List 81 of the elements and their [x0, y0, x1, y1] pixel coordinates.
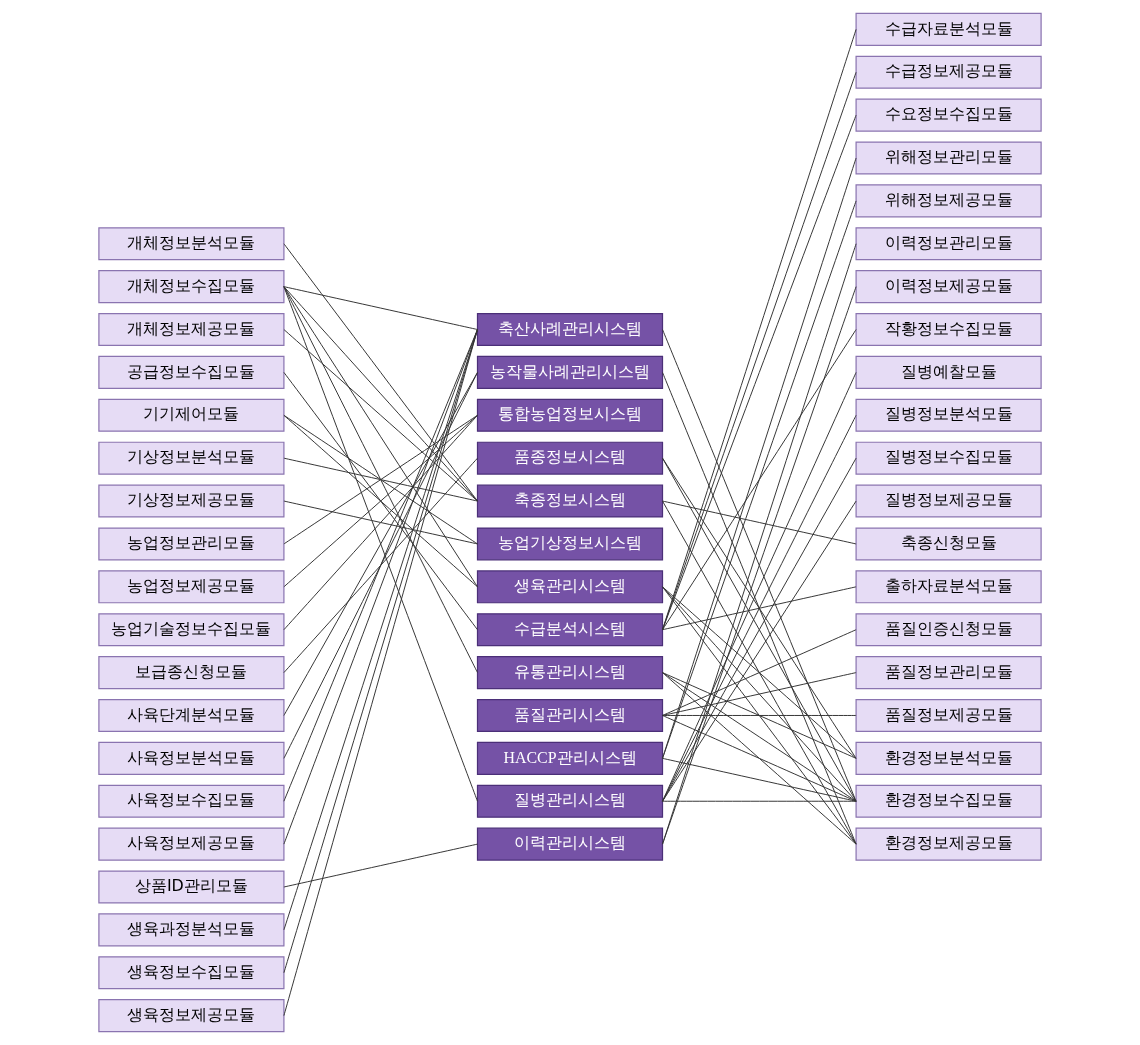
- node-box: 기상정보제공모듈: [98, 484, 285, 518]
- node-box: 수급자료분석모듈: [855, 12, 1042, 46]
- node-box: 축종신청모듈: [855, 527, 1042, 561]
- node-box: 농업정보관리모듈: [98, 527, 285, 561]
- node-box: 품질관리시스템: [476, 698, 664, 732]
- node-box: 품질정보제공모듈: [855, 698, 1042, 732]
- node-box: 기상정보분석모듈: [98, 441, 285, 475]
- node-box: 사육정보분석모듈: [98, 741, 285, 775]
- connector: [662, 757, 857, 802]
- connector: [283, 414, 478, 545]
- connector: [662, 672, 857, 802]
- node-box: 농업기상정보시스템: [476, 527, 664, 561]
- connector: [662, 672, 857, 845]
- node-box: 출하자료분석모듈: [855, 570, 1042, 604]
- connector: [283, 371, 478, 631]
- node-box: 사육단계분석모듈: [98, 698, 285, 732]
- connector: [283, 243, 478, 502]
- connector: [283, 414, 478, 631]
- node-box: 이력정보제공모듈: [855, 270, 1042, 304]
- node-box: 축종정보시스템: [476, 484, 664, 518]
- node-box: 질병예찰모듈: [855, 355, 1042, 389]
- node-box: 이력관리시스템: [476, 827, 664, 861]
- node-box: 농작물사례관리시스템: [476, 355, 664, 389]
- node-box: 사육정보수집모듈: [98, 784, 285, 818]
- node-box: 생육정보수집모듈: [98, 956, 285, 990]
- node-box: HACCP관리시스템: [476, 741, 664, 775]
- node-box: 기기제어모듈: [98, 398, 285, 432]
- connector: [662, 800, 857, 802]
- node-box: 농업정보제공모듈: [98, 570, 285, 604]
- node-box: 개체정보제공모듈: [98, 313, 285, 347]
- node-box: 농업기술정보수집모듈: [98, 613, 285, 647]
- connector: [662, 629, 857, 716]
- node-box: 수급정보제공모듈: [855, 55, 1042, 89]
- connector: [662, 586, 857, 631]
- connector: [283, 286, 478, 674]
- node-box: 질병정보제공모듈: [855, 484, 1042, 518]
- connector: [283, 414, 478, 588]
- node-box: 품질정보관리모듈: [855, 656, 1042, 690]
- node-box: 위해정보제공모듈: [855, 184, 1042, 218]
- connector: [283, 286, 478, 588]
- connector: [283, 500, 478, 545]
- node-box: 생육과정분석모듈: [98, 913, 285, 947]
- connector: [283, 457, 478, 674]
- node-box: 질병정보분석모듈: [855, 398, 1042, 432]
- node-box: 생육정보제공모듈: [98, 999, 285, 1033]
- connector: [662, 715, 857, 802]
- connector: [662, 672, 857, 716]
- node-box: 상품ID관리모듈: [98, 870, 285, 904]
- connector: [283, 286, 478, 330]
- node-box: 보급종신청모듈: [98, 656, 285, 690]
- connector: [662, 715, 857, 716]
- node-box: 환경정보분석모듈: [855, 741, 1042, 775]
- connector: [662, 329, 857, 631]
- node-box: 공급정보수집모듈: [98, 355, 285, 389]
- node-box: 이력정보관리모듈: [855, 227, 1042, 261]
- connector: [662, 586, 857, 759]
- node-box: 개체정보수집모듈: [98, 270, 285, 304]
- connector: [662, 586, 857, 802]
- node-box: 품질인증신청모듈: [855, 613, 1042, 647]
- connector: [283, 286, 478, 502]
- node-box: 축산사례관리시스템: [476, 313, 664, 347]
- node-box: 사육정보제공모듈: [98, 827, 285, 861]
- node-box: 환경정보제공모듈: [855, 827, 1042, 861]
- connector: [283, 457, 478, 502]
- connector: [662, 672, 857, 759]
- node-box: 질병정보수집모듈: [855, 441, 1042, 475]
- node-box: 위해정보관리모듈: [855, 141, 1042, 175]
- node-box: 작황정보수집모듈: [855, 313, 1042, 347]
- connector: [662, 500, 857, 545]
- node-box: 개체정보분석모듈: [98, 227, 285, 261]
- connector: [283, 843, 478, 888]
- node-box: 통합농업정보시스템: [476, 398, 664, 432]
- connector: [662, 586, 857, 845]
- node-box: 질병관리시스템: [476, 784, 664, 818]
- node-box: 환경정보수집모듈: [855, 784, 1042, 818]
- connector: [283, 329, 478, 502]
- node-box: 수급분석시스템: [476, 613, 664, 647]
- node-box: 품종정보시스템: [476, 441, 664, 475]
- node-box: 유통관리시스템: [476, 656, 664, 690]
- node-box: 수요정보수집모듈: [855, 98, 1042, 132]
- node-box: 생육관리시스템: [476, 570, 664, 604]
